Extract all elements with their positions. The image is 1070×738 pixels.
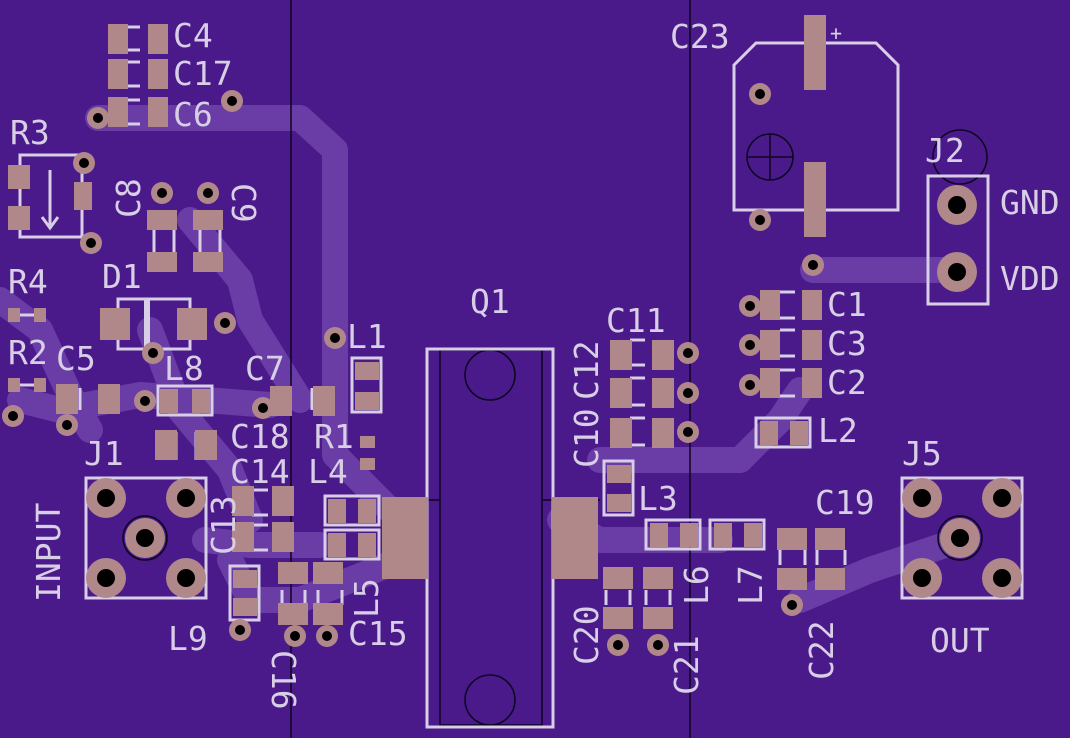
label-d1: D1 [102, 257, 142, 296]
label-c14: C14 [230, 452, 290, 491]
label-l2: L2 [818, 411, 858, 450]
label-c2: C2 [827, 363, 867, 402]
label-c9: C9 [224, 183, 263, 223]
label-j2: J2 [925, 131, 965, 170]
label-c8: C8 [109, 178, 148, 218]
label-r1: R1 [314, 417, 354, 456]
label-l3: L3 [638, 479, 678, 518]
label-l6: L6 [677, 565, 716, 605]
label-c10: C10 [567, 408, 606, 468]
label-j5: J5 [902, 434, 942, 473]
label-c5: C5 [56, 339, 96, 378]
label-l4: L4 [308, 452, 348, 491]
label-r3: R3 [10, 113, 50, 152]
label-j1: J1 [84, 434, 124, 473]
label-input: INPUT [29, 503, 68, 602]
label-out: OUT [930, 621, 990, 660]
label-c4: C4 [173, 16, 213, 55]
label-c3: C3 [827, 324, 867, 363]
label-c12: C12 [567, 340, 606, 400]
label-c18: C18 [230, 417, 290, 456]
label-l9: L9 [168, 619, 208, 658]
label-gnd: GND [1000, 183, 1060, 222]
via-holes [8, 89, 1011, 650]
label-c19: C19 [815, 483, 875, 522]
label-q1: Q1 [470, 282, 510, 321]
label-l5: L5 [347, 578, 386, 618]
label-c1: C1 [827, 285, 867, 324]
label-r2: R2 [8, 333, 48, 372]
label-c13: C13 [204, 495, 243, 555]
silkscreen-labels: C4 C17 C6 R3 C8 C9 R4 D1 R2 C5 L8 C7 L1 … [8, 16, 1060, 710]
label-c22: C22 [802, 620, 841, 680]
label-c20: C20 [567, 605, 606, 665]
label-c16: C16 [264, 650, 303, 710]
label-c6: C6 [173, 95, 213, 134]
label-c15: C15 [348, 614, 408, 653]
label-c23: C23 [670, 17, 730, 56]
label-l1: L1 [347, 317, 387, 356]
label-c7: C7 [245, 349, 285, 388]
label-vdd: VDD [1000, 259, 1060, 298]
label-c11: C11 [606, 301, 666, 340]
label-c17: C17 [173, 54, 233, 93]
label-plus: + [830, 21, 842, 45]
label-l7: L7 [731, 565, 770, 605]
label-l8: L8 [164, 349, 204, 388]
copper-pads [8, 15, 845, 629]
label-c21: C21 [667, 635, 706, 695]
label-r4: R4 [8, 262, 48, 301]
inductor-outlines [156, 356, 812, 622]
